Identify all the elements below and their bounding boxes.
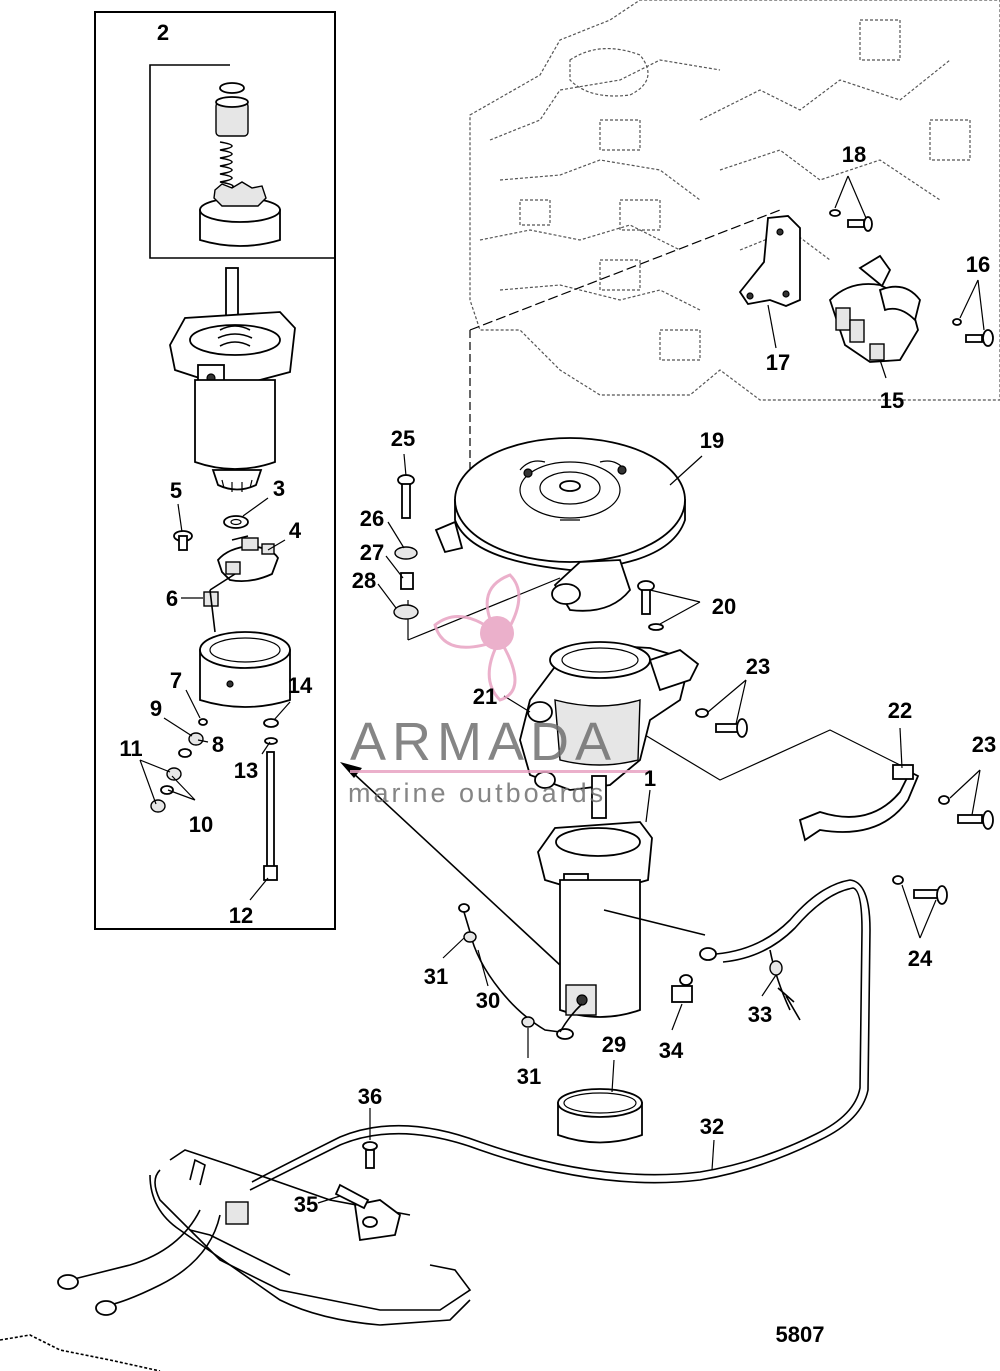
screws-23-right [938,795,994,830]
callout-9: 9 [150,696,162,721]
callout-30: 30 [476,988,500,1013]
cable-30 [458,903,583,1040]
screws-18 [829,209,873,232]
callout-20: 20 [712,594,736,619]
engine-block [469,0,1000,401]
callout-8: 8 [212,732,224,757]
screw-34 [671,974,693,1003]
callout-2: 2 [157,20,169,45]
cable-32 [249,879,871,1191]
callout-labels: 2 3 4 5 6 7 8 9 10 11 12 13 14 15 16 17 … [119,20,996,1217]
callout-12: 12 [229,903,253,928]
leader-lines [139,175,985,1204]
callout-24: 24 [908,946,933,971]
callout-23-upper: 23 [746,654,770,679]
callout-10: 10 [189,812,213,837]
callout-31-lower: 31 [517,1064,541,1089]
armada-watermark: ARMADA marine outboards [348,573,650,808]
strap-22 [798,764,920,842]
callout-11: 11 [119,736,142,761]
callout-1: 1 [644,766,656,791]
callout-36: 36 [358,1084,382,1109]
callout-25: 25 [391,426,415,451]
screws-23-upper [695,708,748,738]
figure-number: 5807 [776,1322,825,1347]
lower-engine-tray [0,1149,472,1371]
callout-31-upper: 31 [424,964,448,989]
exploded-view-frame [94,11,336,930]
watermark-rule [350,770,650,773]
solenoid-15 [828,254,921,363]
callout-13: 13 [234,758,258,783]
callout-33: 33 [748,1002,772,1027]
callout-4: 4 [289,518,302,543]
callout-32: 32 [700,1114,724,1139]
ring-29 [557,1088,643,1144]
starter-motor-1 [537,775,653,1018]
screws-16 [952,318,994,347]
washer-3 [223,515,249,529]
brush-plate-4 [216,535,279,583]
callout-7: 7 [170,668,182,693]
callout-35: 35 [294,1192,318,1217]
callout-16: 16 [966,252,990,277]
callout-17: 17 [766,350,790,375]
callout-5: 5 [170,478,182,503]
frame-7 [199,573,291,708]
watermark-tagline: marine outboards [348,778,606,808]
callout-27: 27 [360,540,384,565]
small-hardware [150,718,279,813]
flywheel-cover-19 [434,437,686,612]
callout-26: 26 [360,506,384,531]
starter-motor-exploded [169,267,296,492]
starter-bracket-21 [519,641,700,791]
callout-23-right: 23 [972,732,996,757]
callout-14: 14 [288,673,313,698]
watermark-brand: ARMADA [350,712,617,772]
alignment-lines [407,209,901,781]
screws-24 [892,875,948,905]
callout-34: 34 [659,1038,684,1063]
callout-21: 21 [473,684,497,709]
callout-29: 29 [602,1032,626,1057]
callout-3: 3 [273,476,285,501]
callout-19: 19 [700,428,724,453]
callout-15: 15 [880,388,904,413]
screw-5 [173,530,193,551]
through-bolt-12 [263,751,278,881]
callout-28: 28 [352,568,376,593]
callout-18: 18 [842,142,866,167]
solenoid-bracket-17 [738,215,801,307]
fastener-stack [393,474,419,620]
propeller-logo [433,573,521,702]
callout-22: 22 [888,698,912,723]
screws-20 [637,580,664,631]
drive-kit [149,64,335,259]
callout-6: 6 [166,586,178,611]
screw-36 [362,1141,378,1169]
